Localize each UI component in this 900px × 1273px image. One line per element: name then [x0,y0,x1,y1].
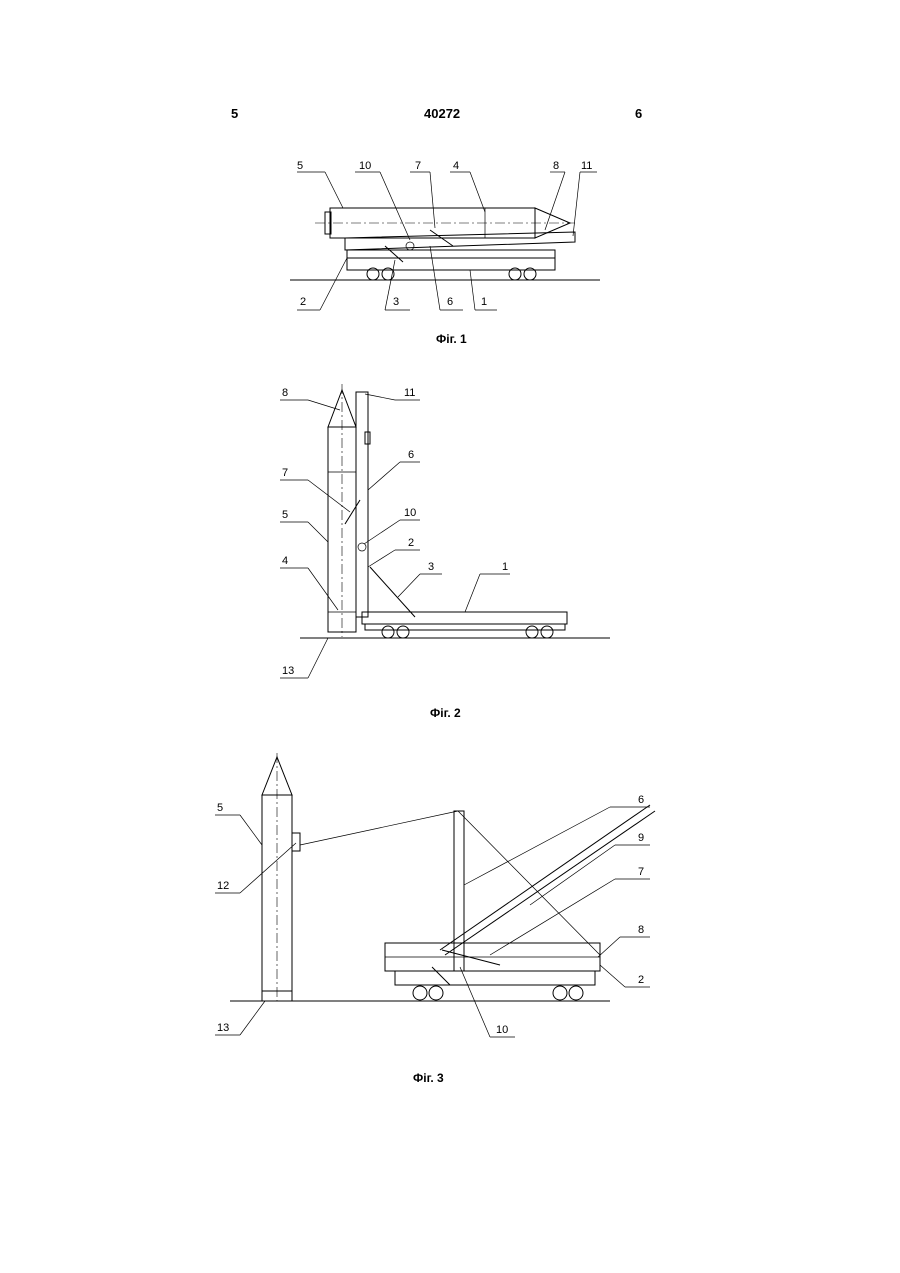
figure-3-drawing: 5 12 13 6 9 7 8 2 10 [210,745,670,1095]
fig2-label-13: 13 [282,665,294,677]
fig3-label-9: 9 [638,832,644,844]
fig1-label-4: 4 [453,160,459,172]
fig2-label-4: 4 [282,555,288,567]
fig1-label-11: 11 [581,160,592,172]
figure-1: 5 10 7 4 8 11 2 3 6 1 [285,150,605,360]
page-number-left: 5 [231,106,238,121]
fig3-label-2: 2 [638,974,644,986]
fig3-label-12: 12 [217,880,229,892]
fig1-label-8: 8 [553,160,559,172]
figure-1-caption: Фіг. 1 [436,332,467,346]
fig3-label-7: 7 [638,866,644,878]
fig2-label-5: 5 [282,509,288,521]
figure-3-caption: Фіг. 3 [413,1071,444,1085]
fig3-label-6: 6 [638,794,644,806]
fig2-label-3: 3 [428,561,434,573]
fig2-label-11: 11 [404,387,415,399]
figure-1-drawing: 5 10 7 4 8 11 2 3 6 1 [285,150,605,360]
fig3-label-5: 5 [217,802,223,814]
fig1-label-2: 2 [300,296,306,308]
fig2-label-6: 6 [408,449,414,461]
fig3-label-10: 10 [496,1024,508,1036]
fig1-label-5: 5 [297,160,303,172]
figure-2-caption: Фіг. 2 [430,706,461,720]
fig2-label-7: 7 [282,467,288,479]
fig3-label-13: 13 [217,1022,229,1034]
page-number-right: 6 [635,106,642,121]
patent-number: 40272 [424,106,460,121]
figure-2-drawing: 8 11 6 7 10 5 2 4 3 1 13 [270,372,615,712]
fig3-label-8: 8 [638,924,644,936]
fig2-label-8: 8 [282,387,288,399]
figure-3: 5 12 13 6 9 7 8 2 10 [210,745,670,1095]
fig2-label-1: 1 [502,561,508,573]
fig1-label-1: 1 [481,296,487,308]
figure-2: 8 11 6 7 10 5 2 4 3 1 13 [270,372,615,712]
fig1-label-6: 6 [447,296,453,308]
fig2-label-10: 10 [404,507,416,519]
fig2-label-2: 2 [408,537,414,549]
fig1-label-3: 3 [393,296,399,308]
fig1-label-7: 7 [415,160,421,172]
fig1-label-10: 10 [359,160,371,172]
